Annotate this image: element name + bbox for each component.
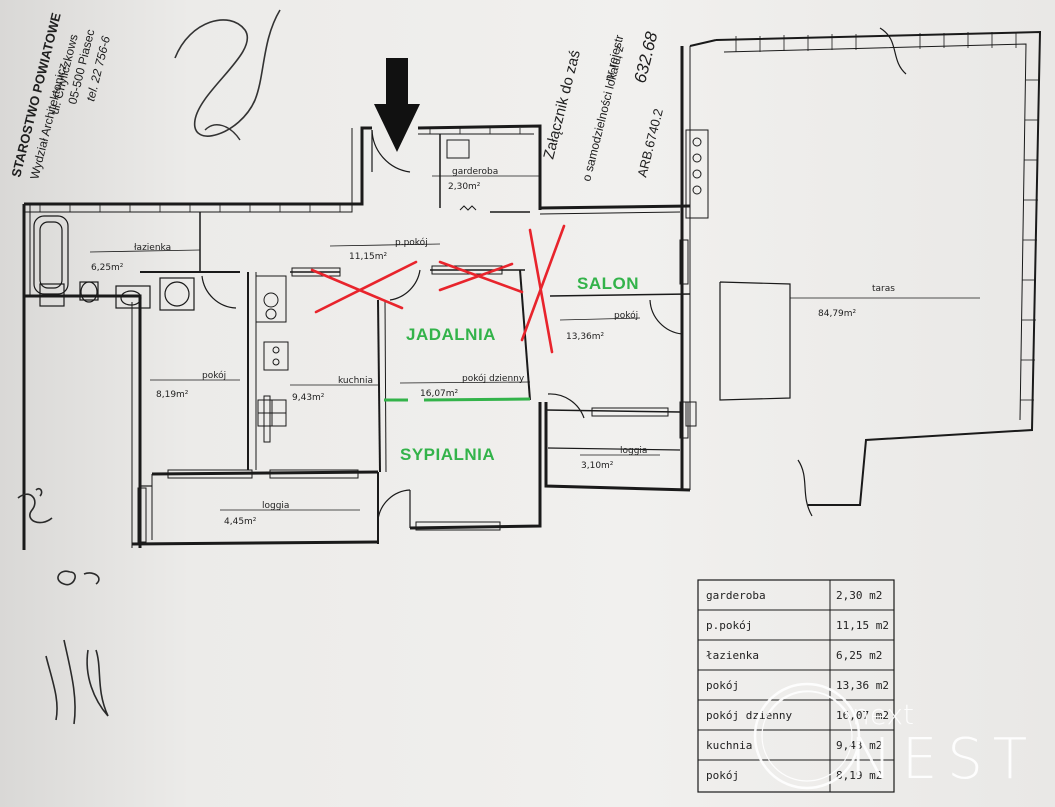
table-room-area: 6,25 m2 [836,649,882,662]
signature-top-tail [204,124,241,141]
handwritten-marks [17,487,109,725]
annex-ref: ARB.6740.2 [634,107,666,179]
table-room-area: 8,19 m2 [836,769,882,782]
jadalnia-annotation: JADALNIA [406,325,496,344]
area-table: garderoba 2,30 m2 p.pokój 11,15 m2 łazienka 6… [697,579,895,793]
signature-top [174,9,281,137]
loggia-outlines [140,447,681,487]
taras-name: taras [872,284,895,294]
garderoba-fixture [446,139,477,211]
garderoba-name: garderoba [452,167,498,177]
kitchen-fixtures [255,275,289,427]
entrance-arrow-icon [374,58,420,152]
ppokoj-area: 11,15m² [349,252,388,262]
taras-area: 84,79m² [818,309,857,319]
dzienny-name: pokój dzienny [462,373,525,384]
salon-annotation: SALON [577,274,639,293]
windows [137,239,689,543]
lazienka-name: łazienka [134,243,171,253]
loggia1-name: loggia [262,501,289,511]
table-room-name: pokój dzienny [706,709,792,722]
apartment-walls [22,46,691,550]
table-room-area: 16,07 m2 [836,709,889,722]
ppokoj-name: p.pokój [395,237,428,248]
lazienka-area: 6,25m² [91,263,124,273]
table-room-name: łazienka [706,649,759,662]
table-room-name: garderoba [706,589,766,602]
table-room-name: kuchnia [706,739,752,752]
annex-line-1: Załącznik do zaś [540,48,584,161]
label-leaders [89,175,980,511]
annex-line-2: o samodzielności lokalu, z [579,44,626,183]
office-stamp: STAROSTWO POWIATOWE Wydział Architektoni… [8,11,113,181]
table-room-area: 13,36 m2 [836,679,889,692]
loggia1-area: 4,45m² [224,517,257,527]
pokoj2-name: pokój [614,310,638,321]
pokoj1-area: 8,19m² [156,390,189,400]
logo-word-next: next [852,698,914,731]
pokoj1-name: pokój [202,370,226,381]
salon-strip-fixtures [685,129,709,427]
kuchnia-name: kuchnia [338,376,373,386]
garderoba-area: 2,30m² [448,182,481,192]
annex-stamp: Załącznik do zaś o samodzielności lokalu… [540,29,665,182]
annex-num: 632.68 [630,29,661,85]
room-labels: garderoba 2,30m² p.pokój 11,15m² łazienk… [91,167,895,527]
loggia2-area: 3,10m² [581,461,614,471]
pokoj2-area: 13,36m² [566,332,605,342]
door-swings [201,129,683,528]
green-dash-long [423,397,531,402]
table-room-area: 11,15 m2 [836,619,889,632]
table-room-name: pokój [706,679,739,692]
wall-hatching [39,128,521,212]
taras-outline [689,27,1042,517]
table-room-name: p.pokój [706,619,752,632]
bathroom-fixtures [33,215,195,311]
red-cross-marks [310,224,566,354]
table-room-area: 2,30 m2 [836,589,882,602]
dzienny-area: 16,07m² [420,389,459,399]
sypialnia-annotation: SYPIALNIA [400,445,495,464]
logo-word-nest: NEST [850,727,1037,792]
kuchnia-area: 9,43m² [292,393,325,403]
loggia2-name: loggia [620,446,647,456]
next-nest-logo: next NEST [753,682,1037,792]
table-room-name: pokój [706,769,739,782]
